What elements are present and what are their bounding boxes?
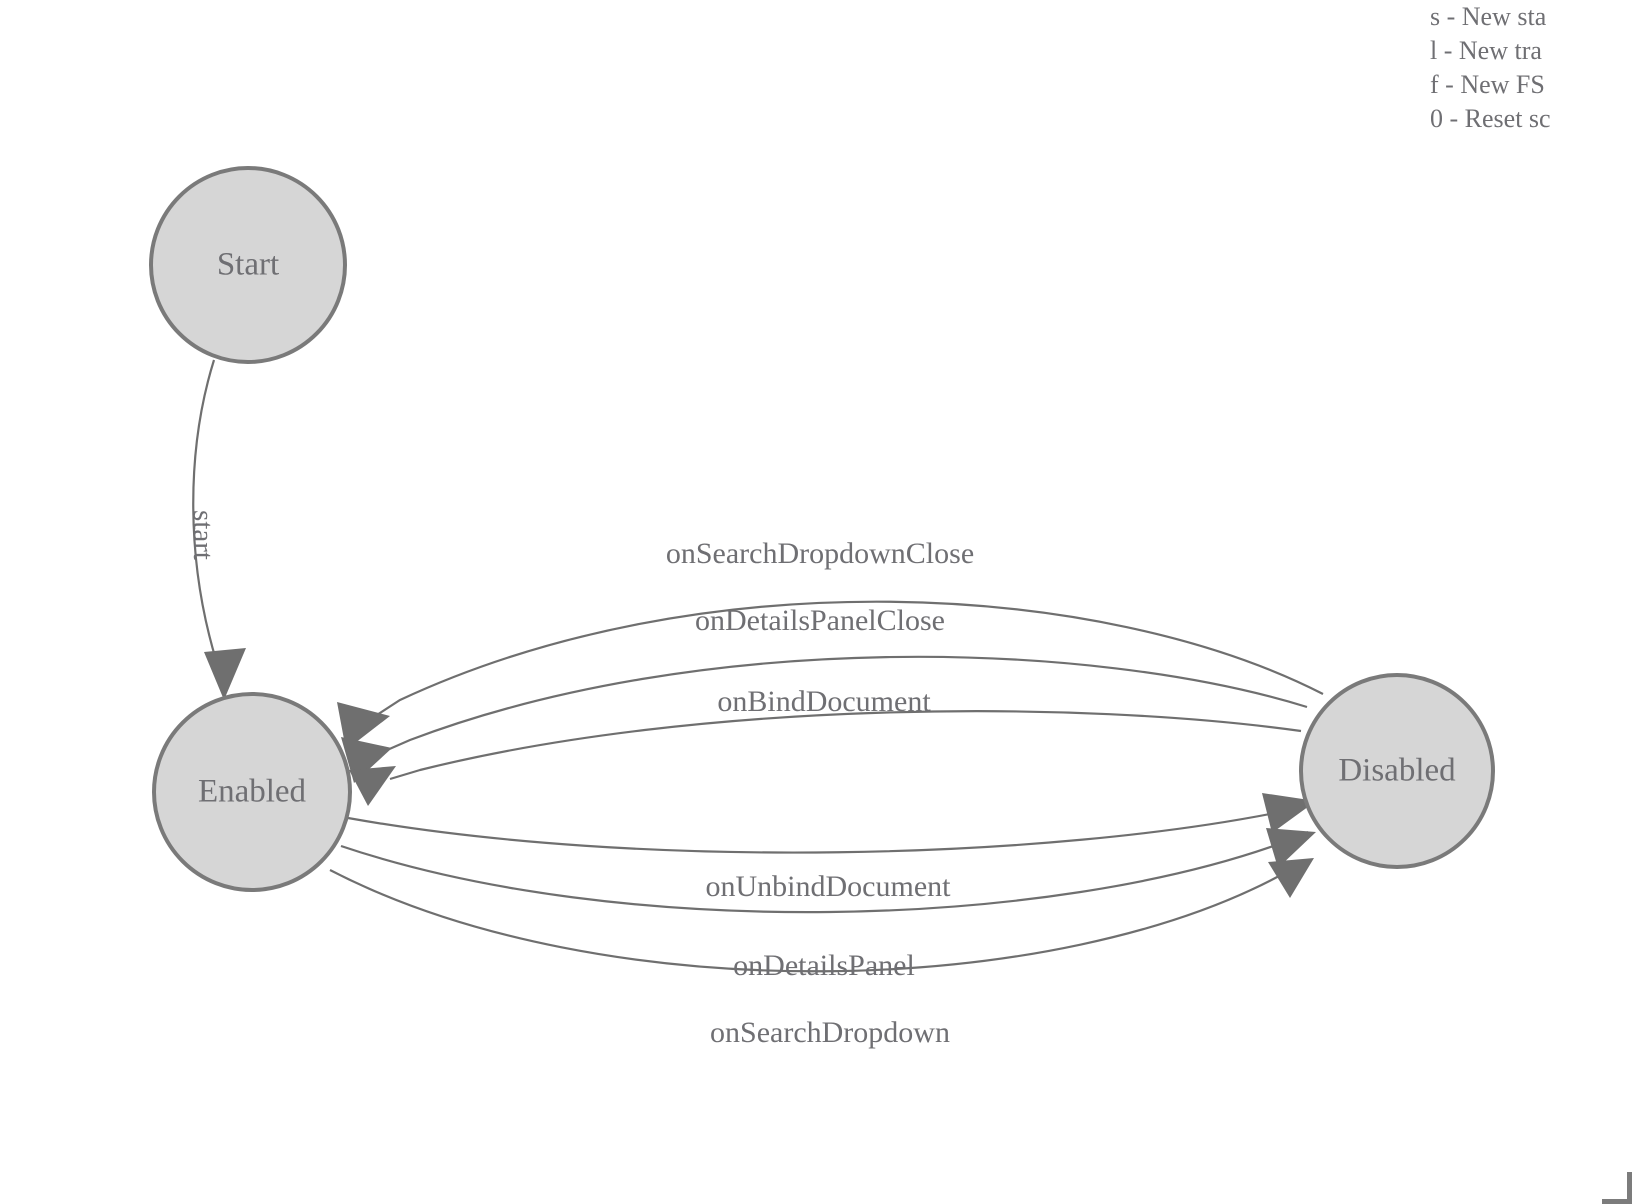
- help-legend: s - New sta l - New tra f - New FS 0 - R…: [1430, 0, 1632, 136]
- edge-path-on-details-panel: [340, 830, 1309, 914]
- node-start[interactable]: Start: [149, 166, 347, 364]
- edge-path-on-search-dropdown-close: [365, 600, 1324, 723]
- edge-path-on-unbind-document: [347, 803, 1311, 854]
- node-disabled-label: Disabled: [1338, 753, 1456, 789]
- edge-enabled-to-disabled-unbind-document[interactable]: [347, 793, 1316, 854]
- edge-path-on-search-dropdown: [329, 859, 1307, 973]
- arrowhead-on-search-dropdown: [1268, 858, 1314, 898]
- edge-label-on-details-panel: onDetailsPanel: [733, 949, 915, 982]
- arrowhead-on-bind-document: [349, 766, 396, 806]
- node-disabled-circle: [1299, 673, 1495, 869]
- edge-path-start: [192, 359, 218, 661]
- node-disabled[interactable]: Disabled: [1299, 673, 1495, 869]
- edge-label-start: start: [187, 510, 219, 560]
- edge-label-on-details-panel-close: onDetailsPanelClose: [695, 604, 945, 637]
- arrowhead-start: [204, 648, 246, 700]
- node-start-label: Start: [217, 247, 279, 283]
- edge-disabled-to-enabled-details-panel-close[interactable]: [341, 655, 1308, 783]
- help-line-reset-scale: 0 - Reset sc: [1430, 104, 1551, 133]
- arrowhead-on-search-dropdown-close: [337, 702, 390, 750]
- edge-enabled-to-disabled-details-panel[interactable]: [340, 828, 1316, 914]
- help-line-new-transition: l - New tra: [1430, 36, 1542, 65]
- edge-label-on-search-dropdown-close: onSearchDropdownClose: [666, 537, 974, 570]
- edge-start-to-enabled[interactable]: [192, 359, 246, 700]
- node-enabled-label: Enabled: [198, 774, 307, 810]
- edge-disabled-to-enabled-bind-document[interactable]: [349, 710, 1302, 806]
- node-start-circle: [149, 166, 347, 364]
- edge-label-on-search-dropdown: onSearchDropdown: [710, 1016, 950, 1049]
- help-line-new-state: s - New sta: [1430, 2, 1547, 31]
- node-enabled-circle: [152, 692, 352, 892]
- edge-label-on-unbind-document: onUnbindDocument: [706, 870, 952, 903]
- edge-path-on-details-panel-close: [377, 655, 1308, 756]
- edge-disabled-to-enabled-search-dropdown-close[interactable]: [337, 600, 1324, 750]
- node-enabled[interactable]: Enabled: [152, 692, 352, 892]
- help-line-new-fsm: f - New FS: [1430, 70, 1545, 99]
- arrowhead-on-unbind-document: [1262, 793, 1316, 833]
- canvas-resize-corner[interactable]: [1602, 1172, 1632, 1204]
- edge-enabled-to-disabled-search-dropdown[interactable]: [329, 858, 1314, 973]
- edge-path-on-bind-document: [389, 710, 1302, 781]
- edge-label-on-bind-document: onBindDocument: [717, 685, 931, 718]
- arrowhead-on-details-panel: [1266, 828, 1316, 868]
